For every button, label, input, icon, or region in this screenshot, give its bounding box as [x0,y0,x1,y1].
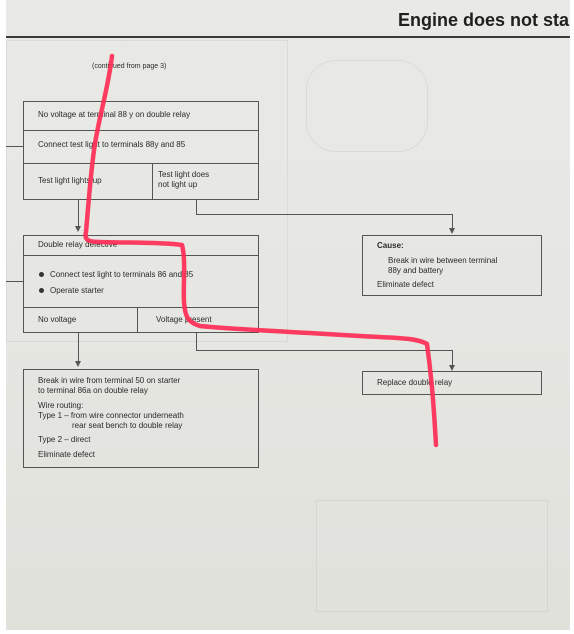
flow-line [452,214,453,228]
background-ghost-frame [316,500,548,612]
background-ghost-frame [6,40,288,342]
box3-line2: to terminal 86a on double relay [38,386,148,395]
divider [23,130,259,131]
replace-relay-box [362,371,542,395]
box2-left-outcome: No voltage [38,315,77,324]
flow-arrow [75,361,81,367]
flow-line [452,350,453,365]
flow-line [196,214,452,215]
header-rule [6,36,570,38]
cause-line3: Eliminate defect [377,280,434,289]
flow-arrow [449,228,455,234]
cause-heading: Cause: [377,241,404,250]
check-voltage-88y-box [23,101,259,200]
box1-left-outcome: Test light lights up [38,176,102,185]
box2-right-outcome: Voltage present [156,315,212,324]
divider [152,163,153,200]
flow-line [196,200,197,214]
box1-row2: Connect test light to terminals 88y and … [38,140,186,149]
wire-break-box [23,369,259,468]
page-title: Engine does not star [397,10,570,30]
red-annotation-path [83,53,439,448]
box2-title: Double relay defective [38,240,118,249]
flow-line [78,333,79,361]
cause-box [362,235,542,296]
cause-line1: Break in wire between terminal [388,256,498,265]
box3-line5: rear seat bench to double relay [72,421,183,430]
flow-arrow [75,226,81,232]
document-page: Engine does not star (continued from pag… [6,0,570,630]
flow-line [196,333,197,350]
box3-line4: Type 1 – from wire connector underneath [38,411,184,420]
box3-line6: Type 2 – direct [38,435,91,444]
replace-relay-label: Replace double relay [377,378,453,387]
box1-right-outcome-line2: not light up [158,180,198,189]
left-connector [6,281,23,282]
box1-right-outcome-line1: Test light does [158,170,210,179]
flow-line [196,350,452,351]
background-ghost-frame [306,60,428,152]
flow-arrow [449,365,455,371]
bullet-icon [39,272,44,277]
box3-line3: Wire routing: [38,401,84,410]
left-connector [6,146,23,147]
bullet-icon [39,288,44,293]
divider [23,307,259,308]
divider [23,163,259,164]
continued-note: (continued from page 3) [92,63,167,70]
box3-line1: Break in wire from terminal 50 on starte… [38,376,181,385]
box1-row1: No voltage at terminal 88 y on double re… [38,110,191,119]
cause-line2: 88y and battery [388,266,444,275]
divider [137,307,138,333]
box2-bullet2: Operate starter [50,286,104,295]
flow-line [78,200,79,226]
double-relay-box [23,235,259,333]
box2-bullet1: Connect test light to terminals 86 and 8… [50,270,194,279]
divider [23,255,259,256]
box3-line7: Eliminate defect [38,450,95,459]
